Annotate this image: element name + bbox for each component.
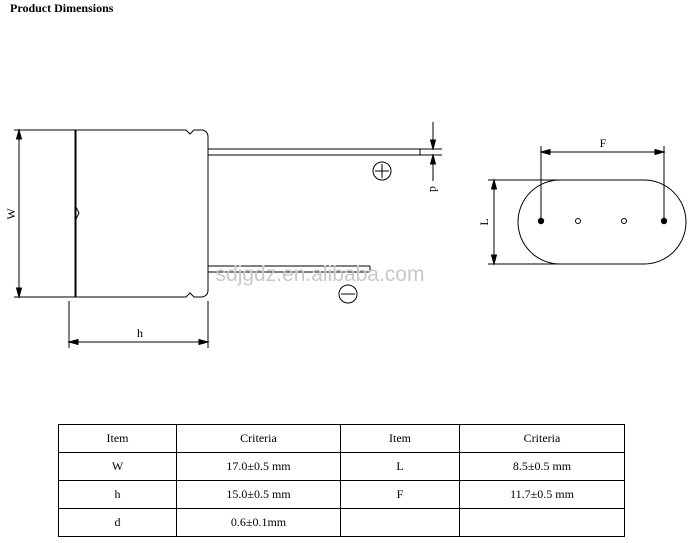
criteria-cell: 15.0±0.5 mm — [176, 480, 341, 509]
dimension-w — [14, 128, 76, 299]
dimension-drawing: W h d — [4, 122, 687, 348]
item-cell: L — [340, 452, 460, 481]
dimension-f — [539, 146, 666, 219]
dimension-label-h: h — [137, 326, 143, 340]
dimension-label-f: F — [600, 136, 607, 150]
header-item: Item — [340, 424, 460, 453]
negative-polarity-icon — [338, 284, 358, 304]
table-row: W 17.0±0.5 mm L 8.5±0.5 mm — [58, 452, 625, 481]
dimension-label-l: L — [477, 218, 491, 225]
item-cell: F — [340, 480, 460, 509]
header-criteria: Criteria — [459, 424, 625, 453]
dimension-label-d: d — [427, 186, 441, 192]
header-item: Item — [58, 424, 177, 453]
vent-mark — [575, 218, 627, 224]
item-cell: d — [58, 508, 177, 537]
dimension-d — [420, 122, 442, 181]
table-row: h 15.0±0.5 mm F 11.7±0.5 mm — [58, 480, 625, 509]
positive-polarity-icon — [372, 161, 392, 181]
item-cell: h — [58, 480, 177, 509]
lead-hole-positive — [537, 217, 545, 225]
spec-table: Item Criteria Item Criteria W 17.0±0.5 m… — [58, 424, 625, 537]
criteria-cell: 0.6±0.1mm — [176, 508, 341, 537]
watermark: sdjgdz.en.alibaba.com — [216, 263, 425, 286]
item-cell: W — [58, 452, 177, 481]
header-criteria: Criteria — [176, 424, 341, 453]
capacitor-side-view — [74, 129, 421, 298]
capacitor-top-view — [517, 179, 687, 265]
item-cell — [340, 508, 460, 537]
lead-hole-negative — [660, 217, 668, 225]
criteria-cell: 17.0±0.5 mm — [176, 452, 341, 481]
criteria-cell: 11.7±0.5 mm — [459, 480, 625, 509]
page-title: Product Dimensions — [10, 1, 114, 15]
table-header-row: Item Criteria Item Criteria — [58, 424, 625, 453]
dimension-label-w: W — [4, 208, 18, 220]
table-row: d 0.6±0.1mm — [58, 508, 625, 537]
criteria-cell — [459, 508, 625, 537]
dimension-h — [67, 301, 210, 348]
criteria-cell: 8.5±0.5 mm — [459, 452, 625, 481]
dimension-l — [488, 178, 560, 266]
